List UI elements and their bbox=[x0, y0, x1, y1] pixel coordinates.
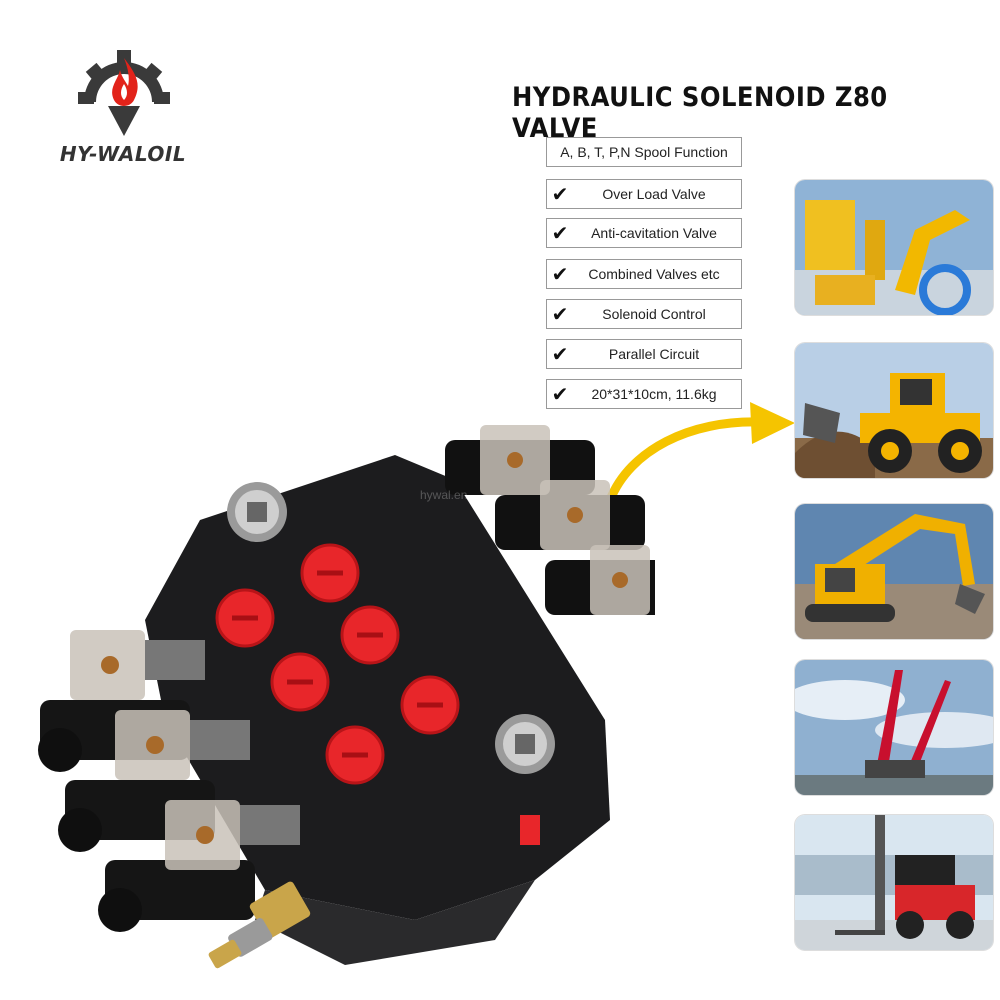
checkmark-icon: ✔ bbox=[551, 343, 569, 366]
feature-label: A, B, T, P,N Spool Function bbox=[560, 144, 728, 160]
crawler-crane-photo bbox=[795, 660, 993, 795]
checkmark-icon: ✔ bbox=[551, 383, 569, 406]
page-title: HYDRAULIC SOLENOID Z80 VALVE bbox=[512, 82, 888, 144]
feature-item: ✔ Solenoid Control bbox=[546, 299, 742, 329]
feature-item: ✔ Combined Valves etc bbox=[546, 259, 742, 289]
feature-label: Parallel Circuit bbox=[608, 346, 700, 362]
feature-label: Over Load Valve bbox=[602, 186, 706, 202]
checkmark-icon: ✔ bbox=[551, 303, 569, 326]
feature-label: Anti-cavitation Valve bbox=[591, 225, 717, 241]
feature-label: Combined Valves etc bbox=[588, 266, 720, 282]
robotic-arms-photo bbox=[795, 180, 993, 315]
watermark: hywal.en bbox=[420, 488, 468, 502]
feature-item: ✔ 20*31*10cm, 11.6kg bbox=[546, 379, 742, 409]
checkmark-icon: ✔ bbox=[551, 263, 569, 286]
excavator-photo bbox=[795, 504, 993, 639]
pointer-arrow-icon bbox=[605, 402, 795, 505]
solenoid-valve-image bbox=[38, 425, 655, 969]
gear-flame-icon bbox=[78, 50, 170, 136]
checkmark-icon: ✔ bbox=[551, 183, 569, 206]
wheel-loader-photo bbox=[795, 343, 993, 478]
feature-item: A, B, T, P,N Spool Function bbox=[546, 137, 742, 167]
brand-logo: HY-WALOIL bbox=[48, 40, 198, 170]
feature-item: ✔ Parallel Circuit bbox=[546, 339, 742, 369]
forklift-photo bbox=[795, 815, 993, 950]
feature-label: 20*31*10cm, 11.6kg bbox=[591, 386, 717, 402]
brand-name: HY-WALOIL bbox=[59, 142, 187, 166]
feature-label: Solenoid Control bbox=[602, 306, 706, 322]
checkmark-icon: ✔ bbox=[551, 222, 569, 245]
feature-item: ✔ Anti-cavitation Valve bbox=[546, 218, 742, 248]
feature-item: ✔ Over Load Valve bbox=[546, 179, 742, 209]
